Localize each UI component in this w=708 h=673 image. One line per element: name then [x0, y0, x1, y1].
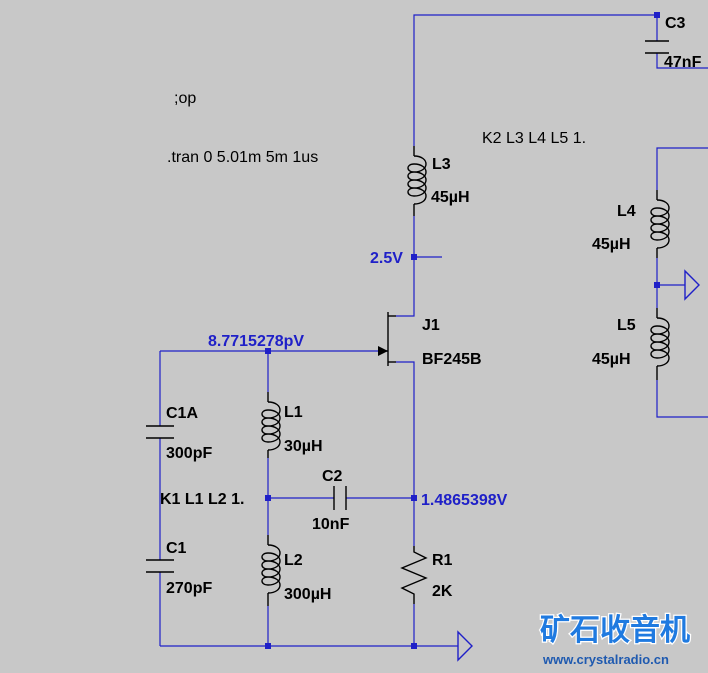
label-c2-value: 10nF	[312, 516, 350, 533]
label-c1-value: 270pF	[166, 580, 212, 597]
junction-gnd-r1	[411, 643, 417, 649]
wire-l5-bottom[interactable]	[656, 380, 708, 418]
jfet-j1-symbol[interactable]	[378, 312, 396, 366]
ground-l4l5-icon[interactable]	[684, 269, 700, 301]
label-c3-ref: C3	[665, 15, 686, 32]
directive-op[interactable]: ;op	[174, 90, 196, 107]
label-j1-value: BF245B	[422, 351, 482, 368]
junctions	[265, 12, 660, 649]
label-c3-value: 47nF	[664, 54, 702, 71]
junction-drain	[411, 254, 417, 260]
voltage-source: 1.4865398V	[421, 492, 508, 509]
label-l3-ref: L3	[432, 156, 451, 173]
inductor-l1-symbol[interactable]	[261, 392, 281, 458]
inductor-l5-symbol[interactable]	[650, 308, 670, 380]
label-l1-ref: L1	[284, 404, 303, 421]
label-l4-ref: L4	[617, 203, 636, 220]
capacitor-c1a-symbol[interactable]	[146, 425, 174, 439]
directive-k1[interactable]: K1 L1 L2 1.	[160, 491, 244, 508]
label-c2-ref: C2	[322, 468, 343, 485]
label-c1a-ref: C1A	[166, 405, 198, 422]
wire-l3-to-drain[interactable]	[396, 216, 415, 317]
label-l1-value: 30µH	[284, 438, 323, 455]
inductor-l4-symbol[interactable]	[650, 190, 670, 258]
directive-k2[interactable]: K2 L3 L4 L5 1.	[482, 130, 586, 147]
junction-l1-l2	[265, 495, 271, 501]
junction-gnd-l2	[265, 643, 271, 649]
label-l3-value: 45µH	[431, 189, 470, 206]
label-l2-ref: L2	[284, 552, 303, 569]
inductor-l3-symbol[interactable]	[407, 146, 427, 216]
junction-l4-l5	[654, 282, 660, 288]
label-j1-ref: J1	[422, 317, 440, 334]
label-l5-ref: L5	[617, 317, 636, 334]
label-r1-value: 2K	[432, 583, 453, 600]
capacitor-c1-symbol[interactable]	[146, 559, 174, 573]
junction-gate-l1	[265, 348, 271, 354]
voltage-drain: 2.5V	[370, 250, 403, 267]
watermark-brand: 矿石收音机	[540, 613, 690, 647]
jfet-gate-arrow-icon	[378, 346, 388, 356]
voltage-gate: 8.7715278pV	[208, 333, 304, 350]
wire-source[interactable]	[396, 361, 415, 546]
label-l4-value: 45µH	[592, 236, 631, 253]
label-c1-ref: C1	[166, 540, 187, 557]
resistor-r1-symbol[interactable]	[400, 546, 428, 604]
capacitor-c2-symbol[interactable]	[333, 486, 347, 510]
junction-source	[411, 495, 417, 501]
label-r1-ref: R1	[432, 552, 453, 569]
label-l5-value: 45µH	[592, 351, 631, 368]
wire-top-rail[interactable]	[413, 14, 658, 146]
capacitor-c3-symbol[interactable]	[645, 40, 669, 54]
label-l2-value: 300µH	[284, 586, 331, 603]
directive-tran[interactable]: .tran 0 5.01m 5m 1us	[167, 149, 318, 166]
junction-c3	[654, 12, 660, 18]
ground-main-icon[interactable]	[457, 630, 473, 662]
wire-l4-top[interactable]	[656, 147, 708, 190]
watermark-url: www.crystalradio.cn	[542, 652, 669, 667]
inductor-l2-symbol[interactable]	[261, 535, 281, 606]
wire-c3-right[interactable]	[656, 53, 708, 69]
label-c1a-value: 300pF	[166, 445, 212, 462]
